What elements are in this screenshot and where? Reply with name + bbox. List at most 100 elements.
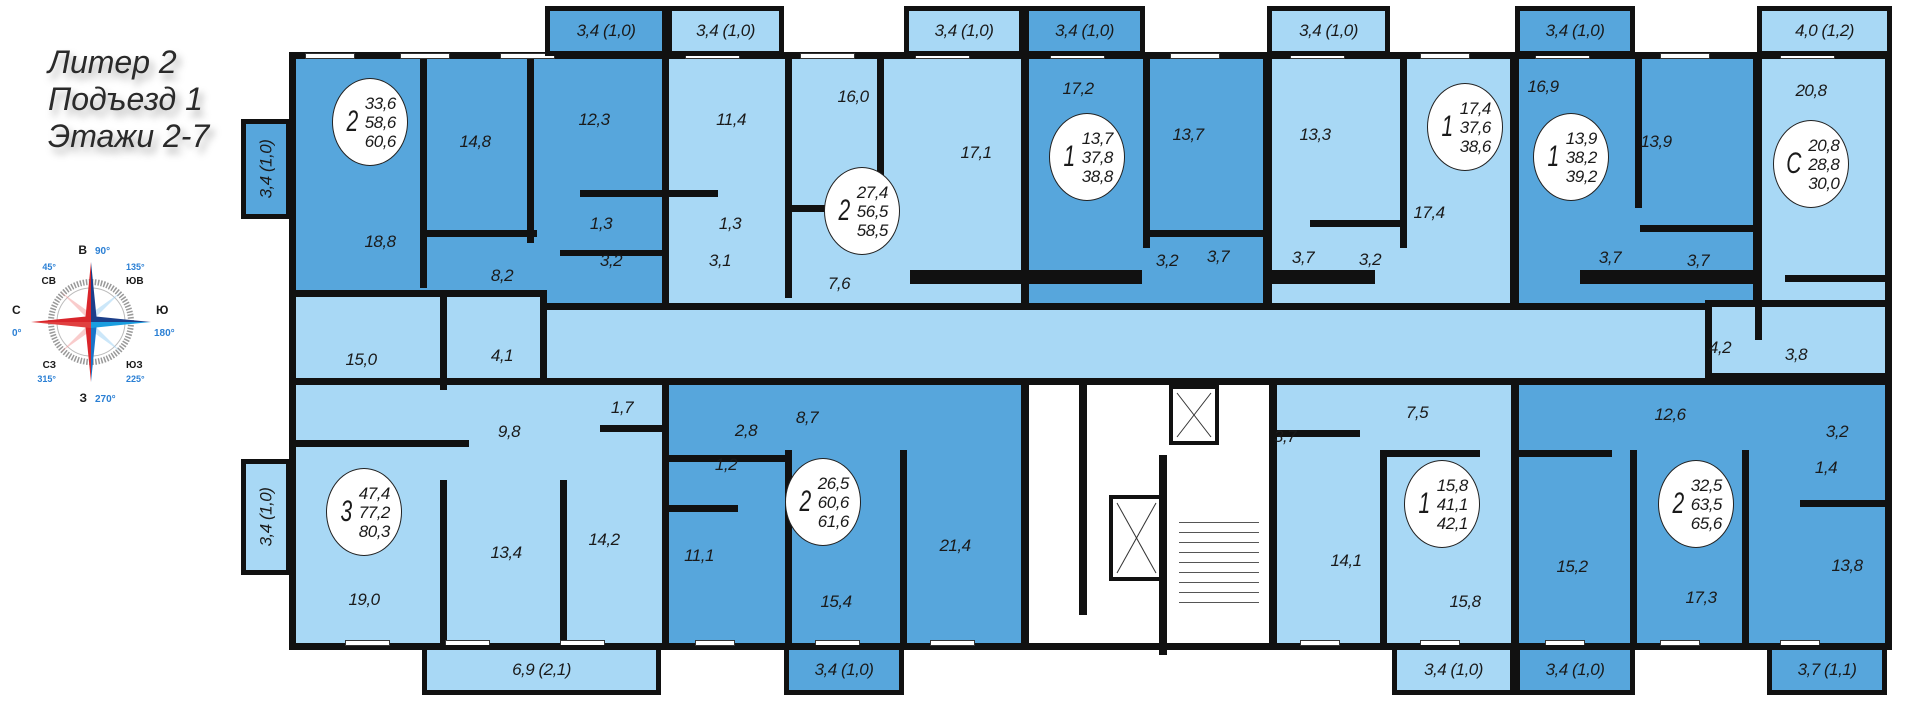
room-area-label: 13,9 [1640,132,1672,151]
room-area-label: 16,0 [837,87,869,106]
room-area-label: 13,4 [490,543,522,562]
area-living: 47,4 [358,483,391,503]
area-total-with-balcony: 39,2 [1565,166,1598,186]
room-area-label: 12,3 [578,110,610,129]
room-area-label: 1,7 [610,398,634,417]
room-area-label: 3,7 [1291,248,1315,267]
interior-wall [560,250,668,256]
balcony: 3,4 (1,0) [904,6,1024,56]
compass-deg-225: 225° [126,374,145,384]
area-total: 56,5 [856,201,889,221]
room-area-label: 17,2 [1062,79,1094,98]
interior-wall [785,58,792,298]
area-total: 77,2 [358,502,391,522]
room-area-label: 4,2 [1708,338,1732,357]
balcony: 3,4 (1,0) [1515,6,1635,56]
elevator-shaft-icon [1169,385,1219,445]
balcony: 3,4 (1,0) [241,459,291,575]
room-area-label: 4,1 [490,346,514,365]
interior-wall [600,425,670,432]
interior-wall [668,190,718,197]
area-total: 28,8 [1808,154,1840,174]
interior-wall [668,455,788,462]
room-area-label: 3,1 [708,251,732,270]
room-area-label: 15,4 [820,592,852,611]
room-area-label: 1,4 [1814,458,1838,477]
balcony: 3,4 (1,0) [1267,6,1390,56]
compass-deg-135: 135° [126,262,145,272]
interior-wall [440,480,447,650]
area-total-with-balcony: 58,5 [856,220,889,240]
balcony-area-label: 3,4 (1,0) [576,21,636,40]
interior-wall [527,58,534,243]
area-living: 27,4 [856,182,889,202]
room-area-label: 9,8 [497,422,521,441]
room-area-label: 15,2 [1556,557,1588,576]
rooms-count: 2 [1672,487,1685,520]
interior-wall [560,480,567,650]
compass-nw: СЗ [43,360,56,371]
area-living: 15,8 [1436,475,1469,495]
room-area-label: 3,7 [1206,247,1230,266]
room-area-label: 15,8 [1449,592,1481,611]
balcony-area-label: 3,4 (1,0) [696,21,755,40]
interior-wall [289,440,469,447]
room-area-label: 11,1 [684,546,714,565]
balcony: 3,4 (1,0) [241,119,291,219]
interior-wall [1143,58,1150,248]
core-wall [1079,385,1087,615]
compass-deg-270: 270° [95,394,116,405]
compass-east: В [78,243,87,257]
area-total-with-balcony: 61,6 [817,511,850,531]
rooms-count: С [1785,147,1802,180]
interior-wall [785,450,792,650]
compass-ne: СВ [42,276,56,287]
interior-wall [427,230,537,237]
window [930,640,975,646]
apartment-6 [1705,300,1892,380]
room-area-label: 12,6 [1654,405,1686,424]
room-area-label: 14,1 [1330,551,1362,570]
interior-wall [1800,500,1890,507]
window [800,53,855,59]
room-area-label: 18,8 [364,232,396,251]
window [1420,53,1470,59]
area-total-with-balcony: 80,3 [358,521,391,541]
room-area-label: 3,8 [1784,345,1808,364]
rooms-count: 2 [346,105,359,138]
interior-wall [580,190,670,197]
room-area-label: 3,2 [1155,251,1179,270]
balcony: 6,9 (2,1) [422,645,661,695]
compass-sw: ЮЗ [126,360,143,371]
room-area-label: 13,8 [1831,556,1863,575]
building-caption: Литер 2 Подъезд 1 Этажи 2-7 [48,44,209,155]
elevator-shaft-icon [1109,495,1164,581]
compass-south: Ю [156,303,168,317]
room-area-label: 3,7 [1598,248,1622,267]
window [1300,640,1340,646]
interior-wall [1630,450,1637,650]
room-area-label: 7,6 [827,274,851,293]
interior-wall [1400,58,1407,248]
interior-wall [1580,270,1760,284]
rooms-count: 1 [1547,140,1560,173]
rooms-count: 1 [1441,110,1454,143]
balcony: 3,4 (1,0) [1024,6,1145,56]
room-area-label: 17,3 [1685,588,1717,607]
balcony-area-label: 3,4 (1,0) [256,487,275,547]
compass-se: ЮВ [126,276,144,287]
area-total: 41,1 [1436,494,1469,514]
caption-entrance: Подъезд 1 [48,81,203,117]
caption-floors: Этажи 2-7 [48,118,210,154]
room-area-label: 3,2 [1358,250,1382,269]
room-area-label: 1,3 [718,214,742,233]
interior-wall [1380,450,1387,650]
